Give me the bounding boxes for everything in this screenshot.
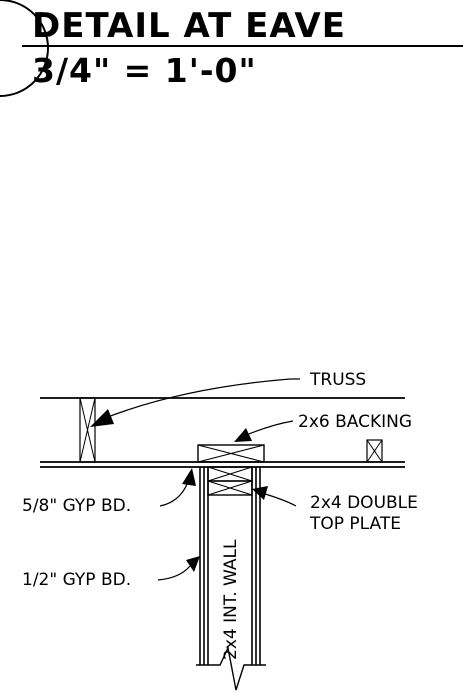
label-top-plate-line1: 2x4 DOUBLE — [310, 493, 418, 513]
truss-assembly — [40, 397, 405, 468]
interior-wall: 2x4 INT. WALL — [196, 467, 266, 691]
detail-title: DETAIL AT EAVE — [32, 6, 346, 46]
label-backing: 2x6 BACKING — [298, 412, 412, 432]
label-top-plate-line2: TOP PLATE — [309, 514, 401, 534]
wall-label: 2x4 INT. WALL — [221, 539, 241, 660]
truss-web-left — [79, 397, 96, 463]
title-block: DETAIL AT EAVE 3/4" = 1'-0" — [0, 0, 463, 97]
label-truss: TRUSS — [309, 370, 366, 390]
detail-bubble-arc — [0, 0, 49, 97]
label-gyp-12: 1/2" GYP BD. — [22, 570, 131, 590]
detail-scale: 3/4" = 1'-0" — [32, 51, 257, 90]
top-plate — [207, 466, 253, 496]
leaders — [90, 378, 300, 581]
backing-block — [197, 444, 265, 463]
wall-break-line — [196, 645, 266, 691]
annotation-labels: TRUSS 2x6 BACKING 5/8" GYP BD. 2x4 DOUBL… — [22, 370, 418, 590]
label-gyp-58: 5/8" GYP BD. — [22, 496, 131, 516]
truss-web-right — [366, 439, 383, 463]
